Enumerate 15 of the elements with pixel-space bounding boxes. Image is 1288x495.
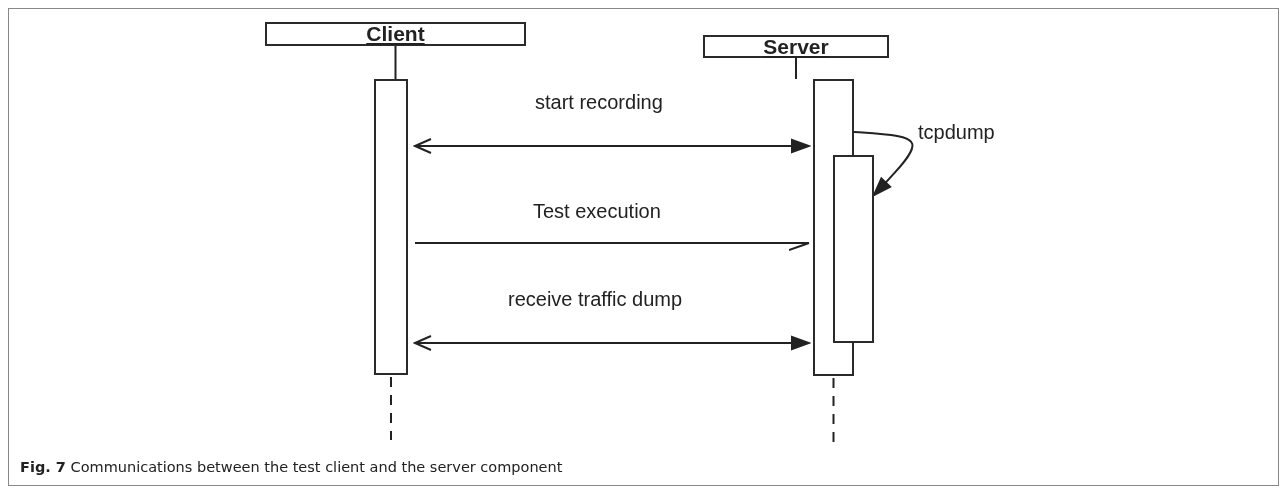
lifeline: [795, 57, 797, 80]
object-box: Client: [265, 22, 526, 46]
message-label: receive traffic dump: [508, 288, 683, 311]
message-arrow: [414, 335, 810, 351]
activation-bar: [833, 155, 874, 343]
message-arrow: [414, 138, 810, 154]
message-label: start recording: [535, 91, 663, 114]
object-box: Server: [703, 35, 889, 58]
message-arrow: [853, 131, 914, 196]
message-arrow: [414, 242, 810, 251]
figure-caption: Fig. 7 Communications between the test client and the server component: [20, 459, 563, 475]
lifeline: [394, 45, 397, 80]
message-label: tcpdump: [918, 121, 995, 144]
lifeline: [390, 376, 392, 441]
activation-bar: [374, 79, 408, 375]
